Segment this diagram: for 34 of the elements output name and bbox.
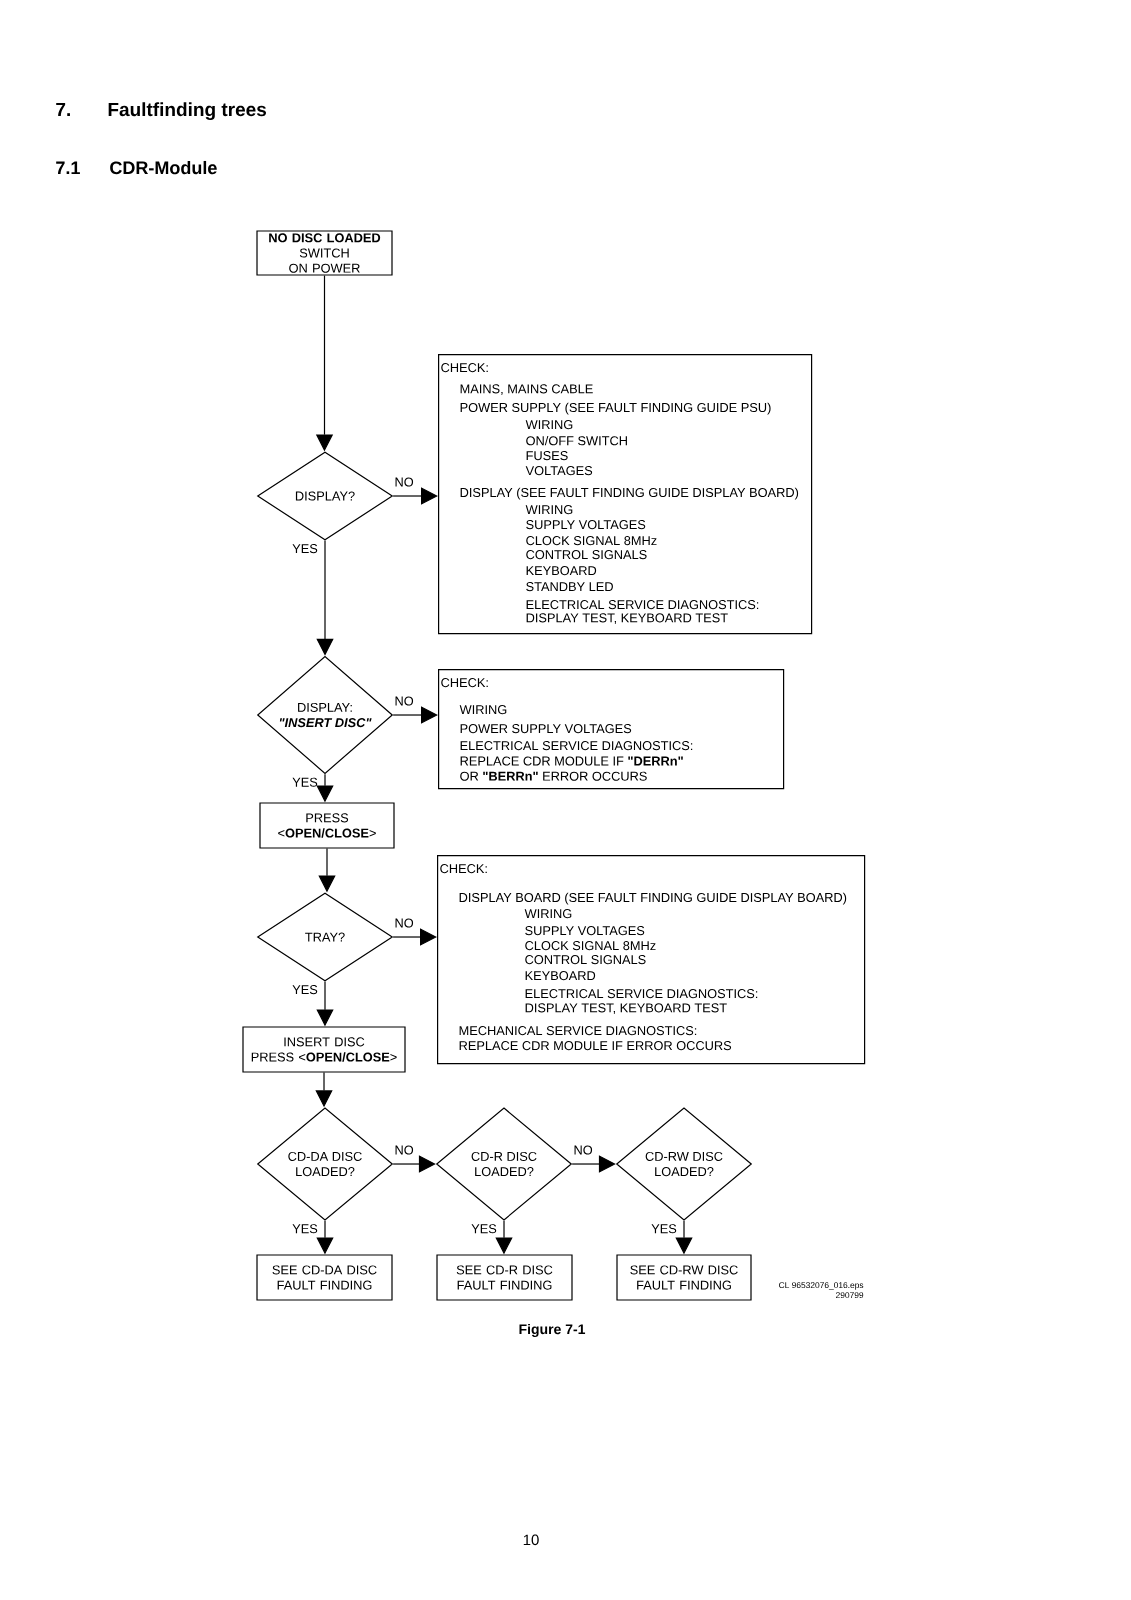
check-box: CHECK: MAINS, MAINS CABLE POWER SUPPLY (SEE FAULT FINDING GUIDE PSU) WIRING ON/OFF SWITCH FUSES VOLTAGES DISPLAY (SEE FAULT FINDING GUIDE DISPLAY BOARD) WIRING SUPPLY VOLTAGES CLOCK SIGNAL 8MHz CONTROL SIGNALS KEYBOARD STANDBY LED ELECTRICAL SERVICE DIAGNOSTICS: DISPLAY TEST, KEYBOARD TEST xyxy=(438,354,813,635)
edge-label: YES xyxy=(651,1224,677,1234)
section-number: 7.1 xyxy=(56,161,80,174)
process-box: SEE CD-DA DISC FAULT FINDING xyxy=(256,1254,393,1301)
page-number: 10 xyxy=(523,1534,539,1546)
edge-label: NO xyxy=(395,1145,414,1155)
edge-label: YES xyxy=(471,1224,497,1234)
arrow xyxy=(392,706,438,724)
arrow xyxy=(392,487,438,505)
check-box: CHECK: WIRING POWER SUPPLY VOLTAGES ELECTRICAL SERVICE DIAGNOSTICS: REPLACE CDR MODULE IF "DERRn" OR "BERRn" ERROR OCCURS xyxy=(438,669,785,790)
edge-label: NO xyxy=(395,696,414,706)
edge-label: YES xyxy=(292,985,318,995)
edge-label: NO xyxy=(395,918,414,928)
check-box: CHECK: DISPLAY BOARD (SEE FAULT FINDING GUIDE DISPLAY BOARD) WIRING SUPPLY VOLTAGES CLOCK SIGNAL 8MHz CONTROL SIGNALS KEYBOARD ELECTRICAL SERVICE DIAGNOSTICS: DISPLAY TEST, KEYBOARD TEST MECHANICAL SERVICE DIAGNOSTICS: REPLACE CDR MODULE IF ERROR OCCURS xyxy=(437,855,866,1065)
process-box: PRESS <OPEN/CLOSE> xyxy=(259,802,395,849)
process-box: INSERT DISC PRESS <OPEN/CLOSE> xyxy=(242,1026,406,1073)
arrow xyxy=(392,1155,436,1173)
date-code: 290799 xyxy=(836,1292,864,1299)
file-reference: CL 96532076_016.eps xyxy=(779,1282,864,1290)
section-number: 7. xyxy=(56,102,70,116)
arrow xyxy=(571,1155,616,1173)
edge-label: NO xyxy=(395,477,414,487)
process-box: NO DISC LOADED SWITCH ON POWER xyxy=(256,230,393,276)
arrow xyxy=(316,540,334,656)
edge-label: NO xyxy=(574,1145,593,1155)
arrow xyxy=(392,928,437,946)
edge-label: YES xyxy=(292,544,318,554)
edge-label: YES xyxy=(292,1224,318,1234)
heading: Faultfinding trees xyxy=(108,102,266,120)
process-box: SEE CD-RW DISC FAULT FINDING xyxy=(616,1254,752,1301)
subheading: CDR-Module xyxy=(110,160,217,175)
edge-label: YES xyxy=(292,777,318,787)
caption: Figure 7-1 xyxy=(519,1323,586,1337)
process-box: SEE CD-R DISC FAULT FINDING xyxy=(436,1254,573,1301)
